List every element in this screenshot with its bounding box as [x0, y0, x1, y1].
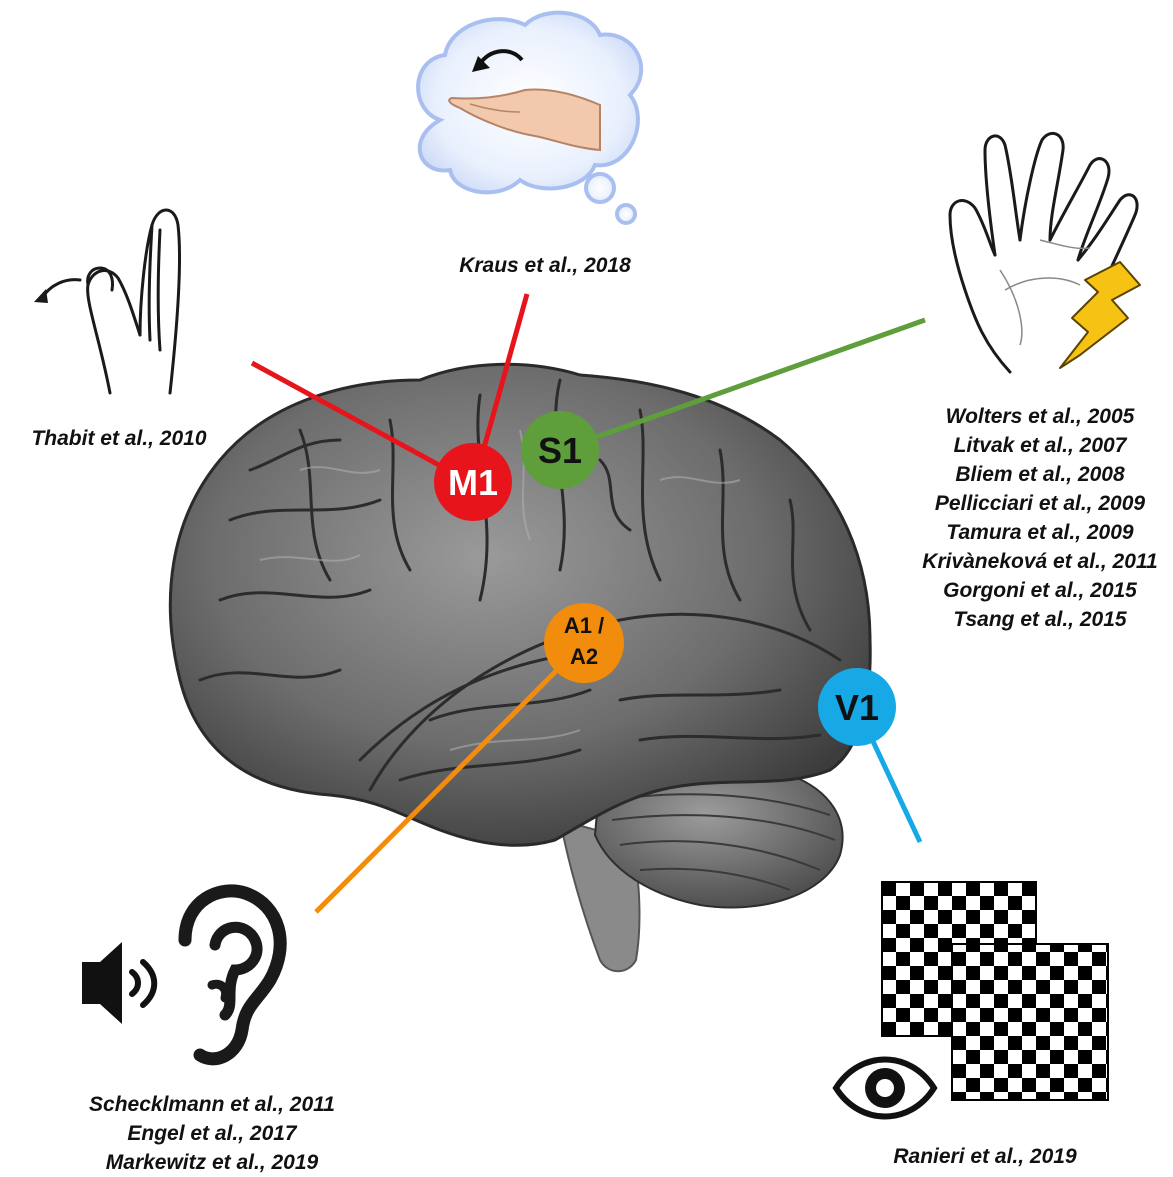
- citation-line: Litvak et al., 2007: [910, 431, 1170, 460]
- citation-line: Kraus et al., 2018: [440, 251, 650, 280]
- citation-line: Ranieri et al., 2019: [870, 1142, 1100, 1171]
- a1a2-label-top: A1 /: [564, 613, 604, 638]
- citation-line: Wolters et al., 2005: [910, 402, 1170, 431]
- region-s1: S1: [521, 411, 599, 489]
- citation-line: Gorgoni et al., 2015: [910, 576, 1170, 605]
- citation-line: Thabit et al., 2010: [14, 424, 224, 453]
- citation-line: Pellicciari et al., 2009: [910, 489, 1170, 518]
- region-v1: V1: [818, 668, 896, 746]
- hand-electrical-stimulation-icon: [950, 133, 1140, 372]
- region-a1a2: A1 / A2: [544, 603, 624, 683]
- citation-thabit: Thabit et al., 2010: [14, 424, 224, 453]
- ear-icon: [185, 891, 280, 1059]
- m1-label: M1: [448, 462, 498, 503]
- s1-label: S1: [538, 430, 582, 471]
- thought-cloud-hand-rotation-icon: [418, 13, 641, 223]
- cerebrum: [170, 364, 870, 845]
- citation-line: Engel et al., 2017: [72, 1119, 352, 1148]
- citation-somatosensory-list: Wolters et al., 2005 Litvak et al., 2007…: [910, 402, 1170, 634]
- citation-line: Krivàneková et al., 2011: [910, 547, 1170, 576]
- citation-line: Schecklmann et al., 2011: [72, 1090, 352, 1119]
- checkerboard-front: [952, 944, 1108, 1100]
- citation-auditory-list: Schecklmann et al., 2011 Engel et al., 2…: [72, 1090, 352, 1177]
- region-m1: M1: [434, 443, 512, 521]
- citation-line: Bliem et al., 2008: [910, 460, 1170, 489]
- lightning-bolt: [1060, 262, 1140, 368]
- speaker-icon: [82, 942, 154, 1024]
- v1-label: V1: [835, 687, 879, 728]
- eye-icon: [836, 1060, 934, 1117]
- citation-kraus: Kraus et al., 2018: [440, 251, 650, 280]
- brain-lateral-view: [170, 364, 870, 971]
- citation-ranieri: Ranieri et al., 2019: [870, 1142, 1100, 1171]
- citation-line: Tamura et al., 2009: [910, 518, 1170, 547]
- thumb-abduction-icon: [34, 210, 180, 393]
- citation-line: Tsang et al., 2015: [910, 605, 1170, 634]
- a1a2-label-bottom: A2: [570, 644, 598, 669]
